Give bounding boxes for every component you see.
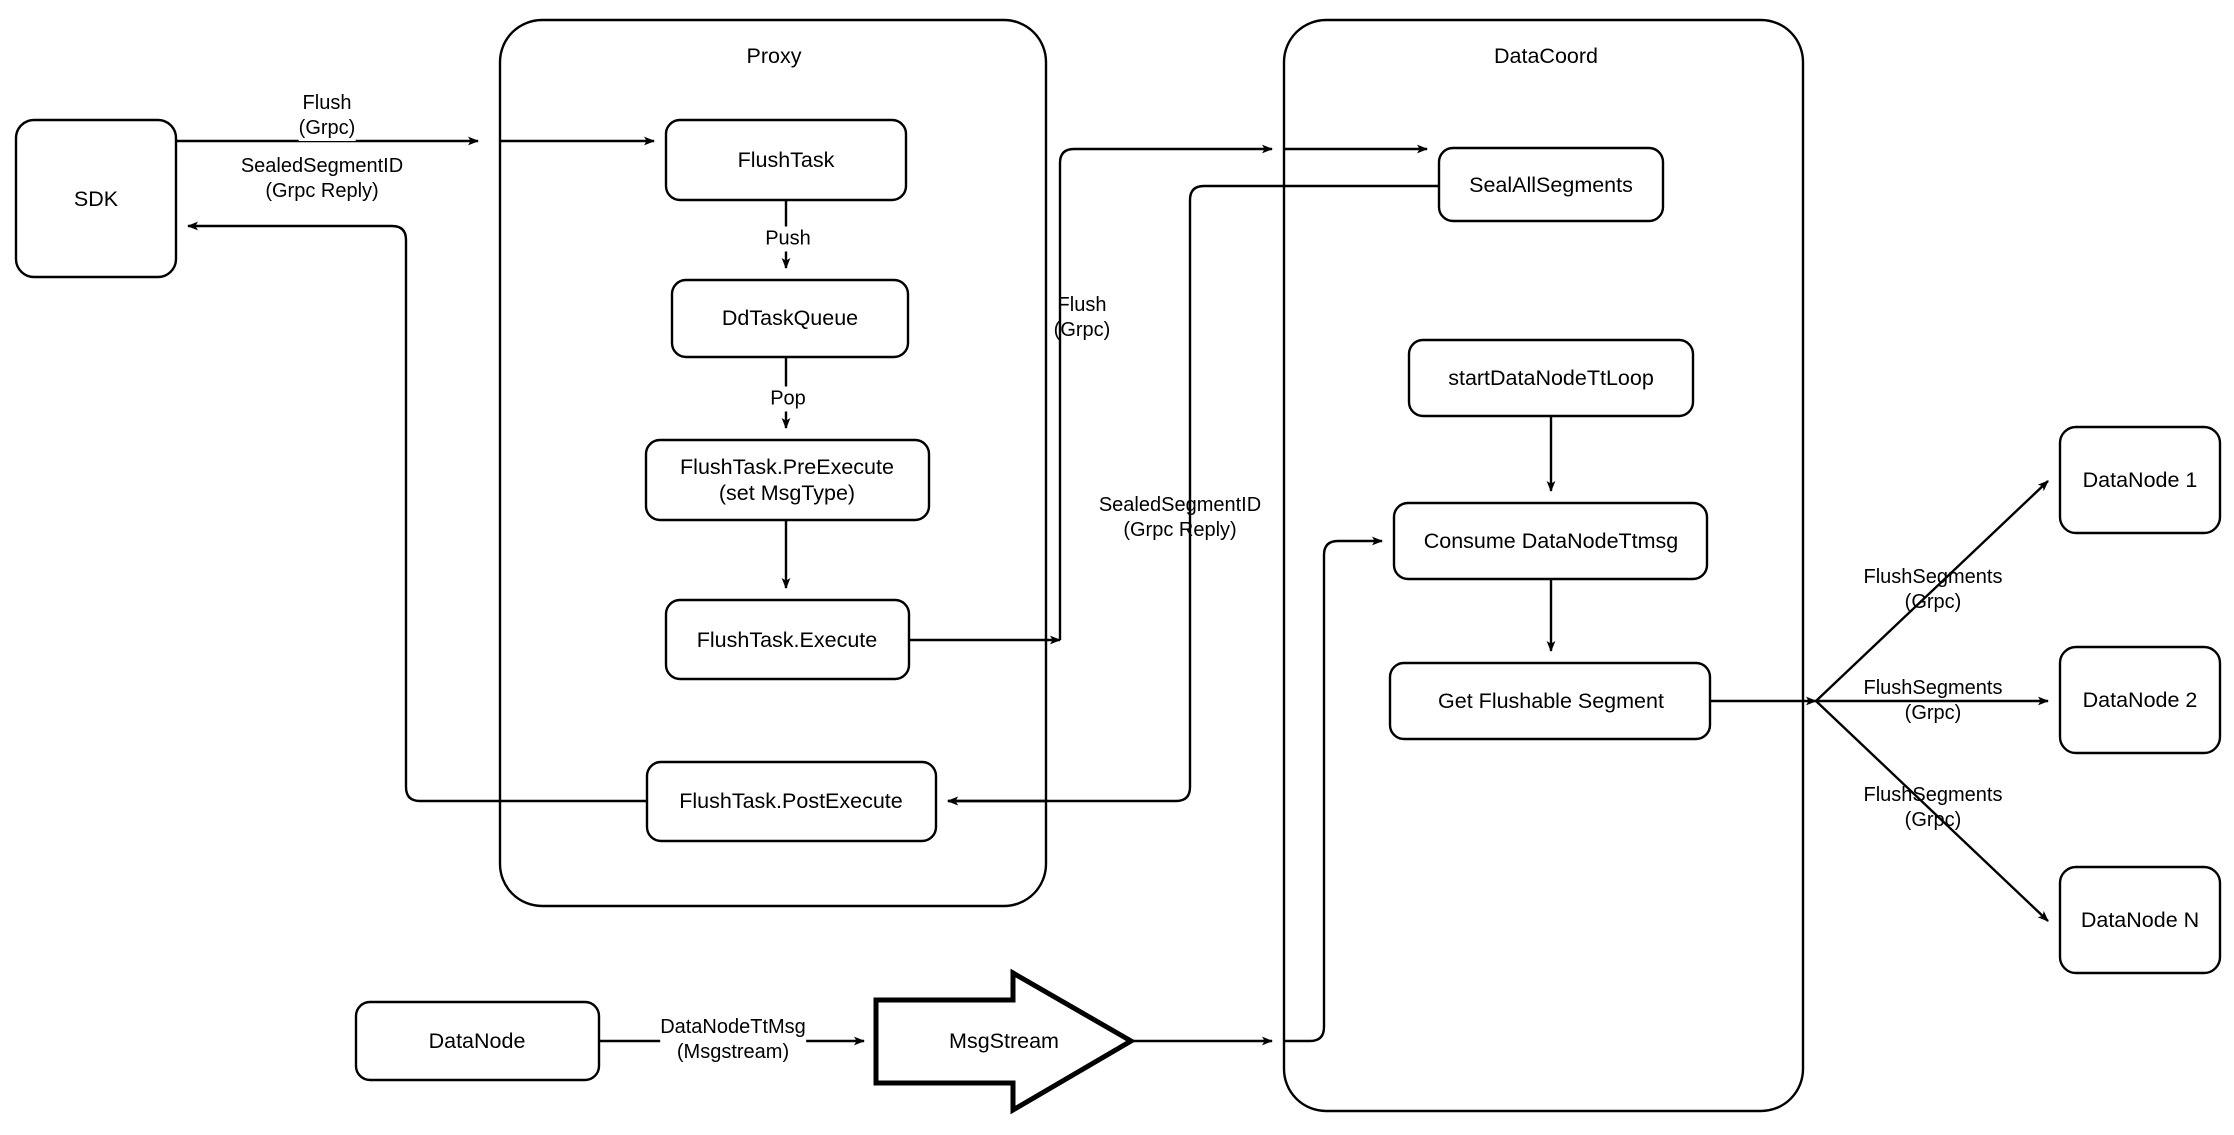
node-datanode-2[interactable] xyxy=(2058,645,2222,755)
node-get-flushable-segment[interactable] xyxy=(1388,661,1712,741)
node-postexecute[interactable] xyxy=(645,760,938,843)
node-execute[interactable] xyxy=(664,598,911,681)
edge-postexecute-to-proxy-boundary xyxy=(340,224,647,803)
node-preexecute[interactable] xyxy=(644,438,931,522)
node-flushtask[interactable] xyxy=(664,118,908,202)
edge-junction-to-datanode1 xyxy=(1815,480,2049,702)
node-ddtaskqueue[interactable] xyxy=(670,278,910,359)
node-sealallsegments[interactable] xyxy=(1437,146,1665,223)
node-datanode-bottom[interactable] xyxy=(354,1000,601,1082)
edge-flush-riser-to-datacoord xyxy=(1058,144,1273,640)
container-proxy xyxy=(498,18,1048,908)
shape-msgstream-arrow[interactable] xyxy=(873,968,1136,1115)
node-startdatanodettloop[interactable] xyxy=(1407,338,1695,418)
edge-datacoord-boundary-to-consume xyxy=(1284,536,1383,1043)
edge-junction-to-datanoden xyxy=(1815,700,2049,922)
node-datanode-n[interactable] xyxy=(2058,865,2222,975)
node-datanode-1[interactable] xyxy=(2058,425,2222,535)
node-sdk[interactable] xyxy=(14,118,178,279)
edge-sealedsegmentid-reply-to-proxy xyxy=(947,184,1296,806)
node-consume-datanodettmsg[interactable] xyxy=(1392,501,1709,581)
container-datacoord xyxy=(1282,18,1805,1113)
